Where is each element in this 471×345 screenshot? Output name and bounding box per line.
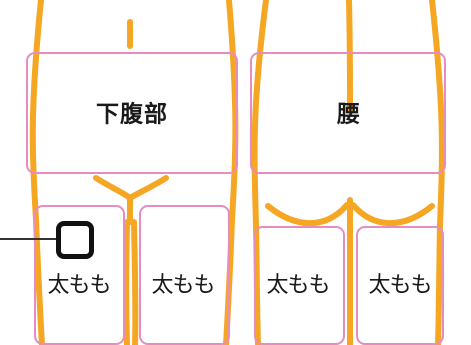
label-front-right-thigh: 太もも [151, 273, 215, 298]
front-groin-right [127, 175, 169, 201]
label-back-left-thigh: 太もも [266, 273, 330, 298]
back-body-right-edge [429, 0, 445, 345]
label-back-right-thigh: 太もも [368, 273, 432, 298]
back-spine [346, 0, 353, 113]
back-body-left-edge [251, 0, 269, 345]
front-thigh-right-line [131, 219, 139, 345]
front-thigh-left-line [123, 219, 130, 345]
label-waist: 腰 [337, 101, 361, 128]
label-lower-abdomen: 下腹部 [96, 101, 168, 128]
region-back-right-thigh[interactable] [356, 226, 444, 345]
region-lower-abdomen[interactable] [26, 52, 238, 174]
marker-leader-line [0, 238, 57, 240]
region-waist[interactable] [250, 52, 446, 174]
position-marker[interactable] [56, 221, 94, 259]
label-front-left-thigh: 太もも [47, 273, 111, 298]
back-buttock-right [350, 202, 435, 227]
region-back-left-thigh[interactable] [254, 226, 345, 345]
back-buttock-left [265, 202, 350, 227]
front-groin-left [93, 175, 133, 201]
region-front-right-thigh[interactable] [139, 205, 230, 345]
region-front-left-thigh[interactable] [34, 205, 125, 345]
